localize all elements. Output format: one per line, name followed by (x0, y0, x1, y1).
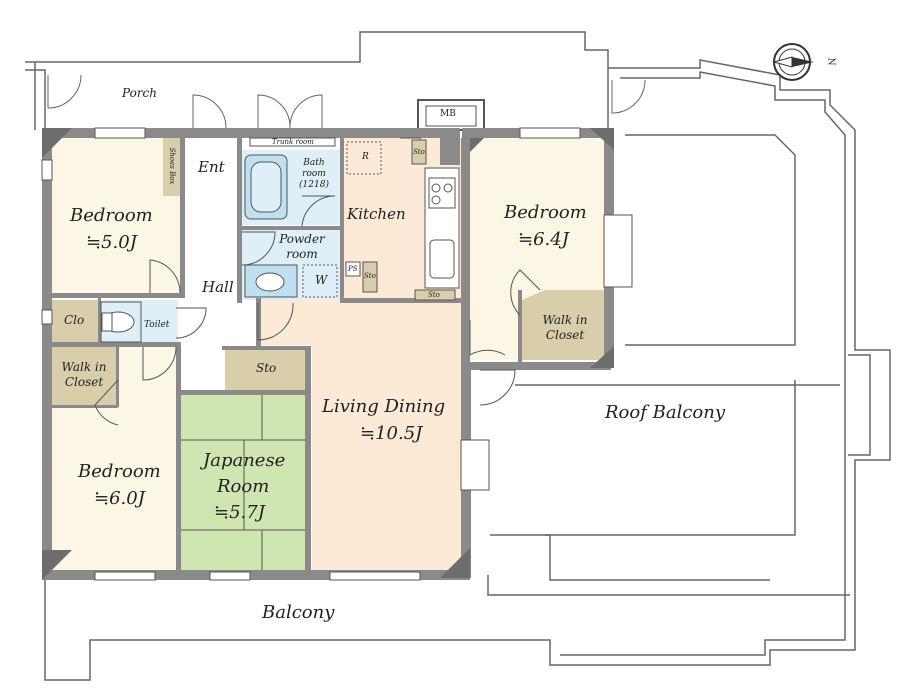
bedroom-nw-fill (52, 138, 180, 295)
bedroom-nw-size: ≒5.0J (86, 232, 137, 253)
storage-label: Sto (256, 361, 277, 375)
roof-balcony-label: Roof Balcony (605, 402, 726, 423)
toilet-label: Toilet (144, 320, 170, 330)
storage-fill (225, 350, 307, 390)
exterior-outlines (25, 31, 891, 681)
mb-label: MB (440, 109, 456, 119)
bedroom-sw-name: Bedroom (78, 461, 161, 482)
powder-room-label: Powder room (279, 232, 325, 261)
fixtures (100, 139, 460, 343)
shoes-box-label: Shoes Box (168, 147, 176, 185)
balcony-label: Balcony (262, 602, 335, 623)
compass-icon (772, 43, 814, 81)
japanese-room-name-2: Room (217, 476, 270, 497)
bedroom-ne-name: Bedroom (504, 202, 587, 223)
room-fills (52, 138, 606, 570)
refrigerator-space (346, 141, 382, 175)
living-fill (258, 300, 461, 570)
wic-e-label: Walk in Closet (542, 313, 588, 342)
compass-label: N (825, 57, 836, 66)
kitchen-sto-bottom-label: Sto (428, 291, 440, 299)
entrance-label: Ent (198, 158, 225, 176)
washer-label: W (315, 273, 328, 287)
clo-fill (52, 300, 98, 342)
porch-doors (47, 74, 646, 129)
bath-room-label: Bath room (1218) (299, 158, 329, 190)
living-dining-size: ≒10.5J (360, 423, 423, 444)
wic-w-label: Walk in Closet (61, 360, 107, 389)
trunk-room-label: Trunk room (272, 138, 314, 146)
ps-label: PS (348, 265, 358, 273)
bedroom-ne-size: ≒6.4J (518, 229, 569, 250)
living-dining-name: Living Dining (322, 396, 446, 417)
interior-doors (94, 137, 541, 426)
japanese-room-size: ≒5.7J (214, 502, 265, 523)
windows (41, 127, 633, 581)
wic-e-fill (522, 290, 604, 360)
porch-label: Porch (122, 86, 157, 100)
closet-label: Clo (64, 313, 85, 327)
japanese-room-name-1: Japanese (203, 450, 286, 471)
kitchen-sto-top-label: Sto (413, 148, 425, 156)
hall-label: Hall (202, 278, 234, 296)
refrigerator-label: R (362, 152, 369, 162)
kitchen-label: Kitchen (347, 205, 406, 223)
tatami-lines (180, 395, 308, 570)
shoes-box-fill (163, 138, 183, 196)
washer-space (302, 264, 338, 298)
bedroom-sw-size: ≒6.0J (94, 488, 145, 509)
kitchen-sto-mid-label: Sto (364, 272, 376, 280)
bedroom-nw-name: Bedroom (70, 205, 153, 226)
